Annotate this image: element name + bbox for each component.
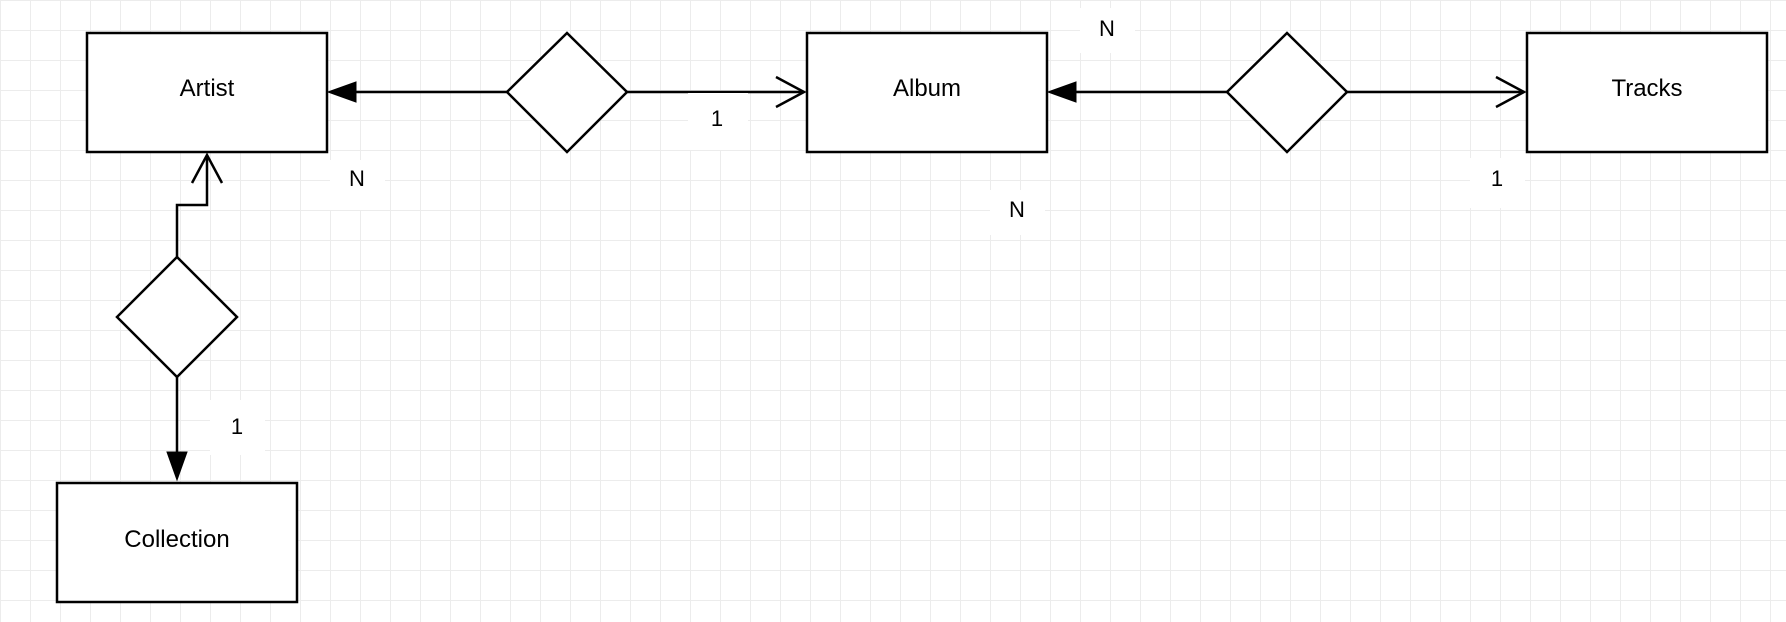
entity-collection-label: Collection xyxy=(124,526,229,553)
cardinality-album-side: 1 xyxy=(688,93,748,150)
cardinality-tracks-side: 1 xyxy=(1470,158,1525,208)
relationship-diamond-artist-album[interactable] xyxy=(505,31,629,154)
entity-tracks-label: Tracks xyxy=(1611,75,1682,102)
cardinality-collection-side: 1 xyxy=(210,400,265,455)
entity-tracks[interactable]: Tracks xyxy=(1525,31,1769,154)
cardinality-n-album-bottom: N xyxy=(1009,197,1025,222)
cardinality-artist-side: N xyxy=(330,160,385,210)
entity-collection-box xyxy=(55,481,299,604)
entity-artist-box xyxy=(85,31,329,154)
arrow-into-collection xyxy=(166,451,188,482)
entity-artist[interactable]: Artist xyxy=(85,31,329,154)
relationship-diamond-artist-collection[interactable] xyxy=(115,255,239,379)
cardinality-1-tracks: 1 xyxy=(1491,166,1503,191)
entity-album[interactable]: Album xyxy=(805,31,1049,154)
arrow-into-artist xyxy=(326,81,357,103)
cardinality-n-album-top: N xyxy=(1099,16,1115,41)
arrow-into-artist-from-below xyxy=(190,152,224,184)
relationship-diamond-album-tracks[interactable] xyxy=(1225,31,1349,154)
connector-rel3-artist xyxy=(175,155,209,257)
cardinality-n-artist: N xyxy=(349,166,365,191)
entity-collection[interactable]: Collection xyxy=(55,481,299,604)
cardinality-album-top: N xyxy=(1080,8,1135,53)
cardinality-album-bottom: N xyxy=(990,190,1045,235)
arrow-into-album-from-rel2 xyxy=(1046,81,1077,103)
entity-album-label: Album xyxy=(893,75,961,102)
entity-tracks-box xyxy=(1525,31,1769,154)
entity-album-box xyxy=(805,31,1049,154)
cardinality-1-collection: 1 xyxy=(231,414,243,439)
arrow-into-album xyxy=(775,75,807,109)
entity-artist-label: Artist xyxy=(180,75,235,102)
cardinality-1-album: 1 xyxy=(711,106,723,131)
arrow-into-tracks xyxy=(1495,75,1527,109)
